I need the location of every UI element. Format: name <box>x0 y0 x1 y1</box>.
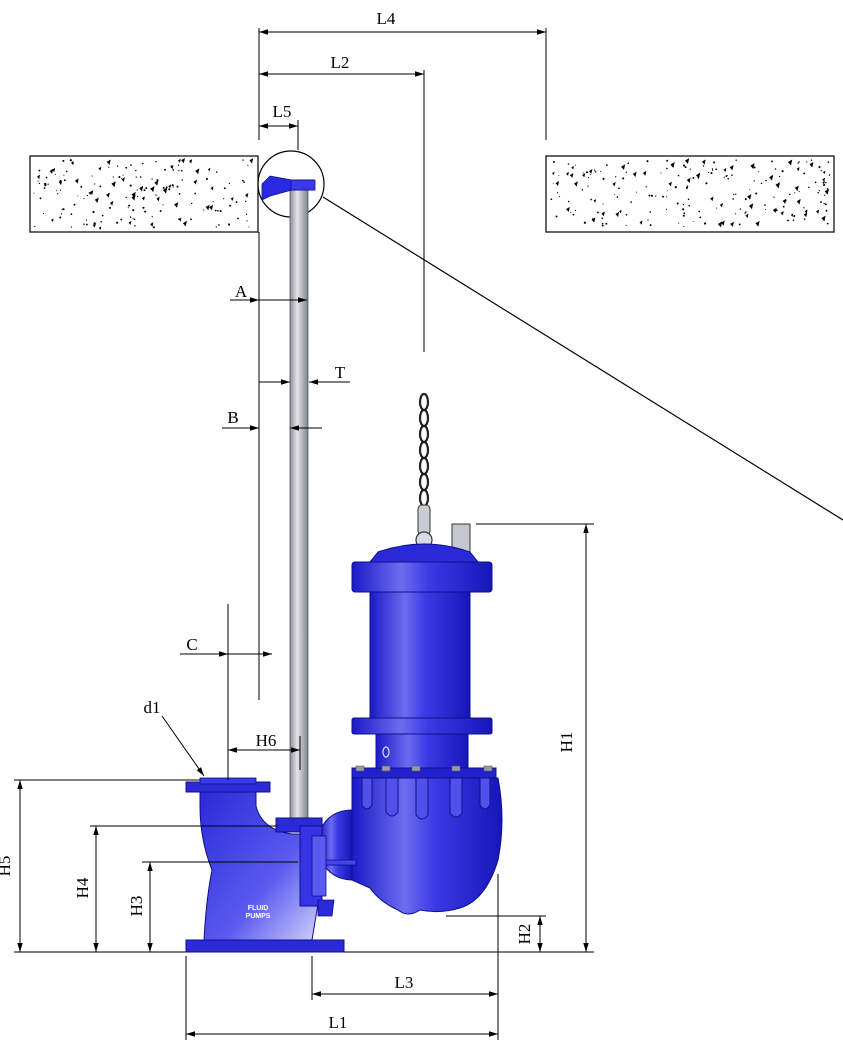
dim-label-H6: H6 <box>256 731 277 750</box>
dim-label-H5: H5 <box>0 856 14 877</box>
dim-label-H2: H2 <box>515 924 534 945</box>
dim-label-d1: d1 <box>144 698 161 717</box>
guide-rail <box>261 175 316 831</box>
pump-motor <box>319 523 503 915</box>
concrete-slab-right <box>545 155 835 233</box>
dim-label-L4: L4 <box>377 9 396 28</box>
dim-label-T: T <box>335 363 346 382</box>
dim-label-H4: H4 <box>73 877 92 898</box>
dimension-lines <box>14 28 594 1040</box>
brand-label-line1: FLUID <box>248 905 269 912</box>
dim-label-H1: H1 <box>557 732 576 753</box>
dim-label-L5: L5 <box>273 102 292 121</box>
dim-label-L2: L2 <box>331 53 350 72</box>
dim-label-C: C <box>186 635 197 654</box>
dimension-labels: L4 L2 L5 A T B C d1 H6 H1 H5 H4 H3 H2 L3… <box>0 9 576 1032</box>
dim-label-L3: L3 <box>395 973 414 992</box>
lifting-chain <box>415 392 433 549</box>
duck-foot-base: FLUID PUMPS <box>185 777 357 953</box>
dim-label-L1: L1 <box>329 1013 348 1032</box>
dim-label-H3: H3 <box>127 896 146 917</box>
dim-label-B: B <box>227 408 238 427</box>
concrete-slab-left <box>29 155 259 233</box>
brand-label-line2: PUMPS <box>246 913 271 920</box>
dim-label-A: A <box>235 282 248 301</box>
